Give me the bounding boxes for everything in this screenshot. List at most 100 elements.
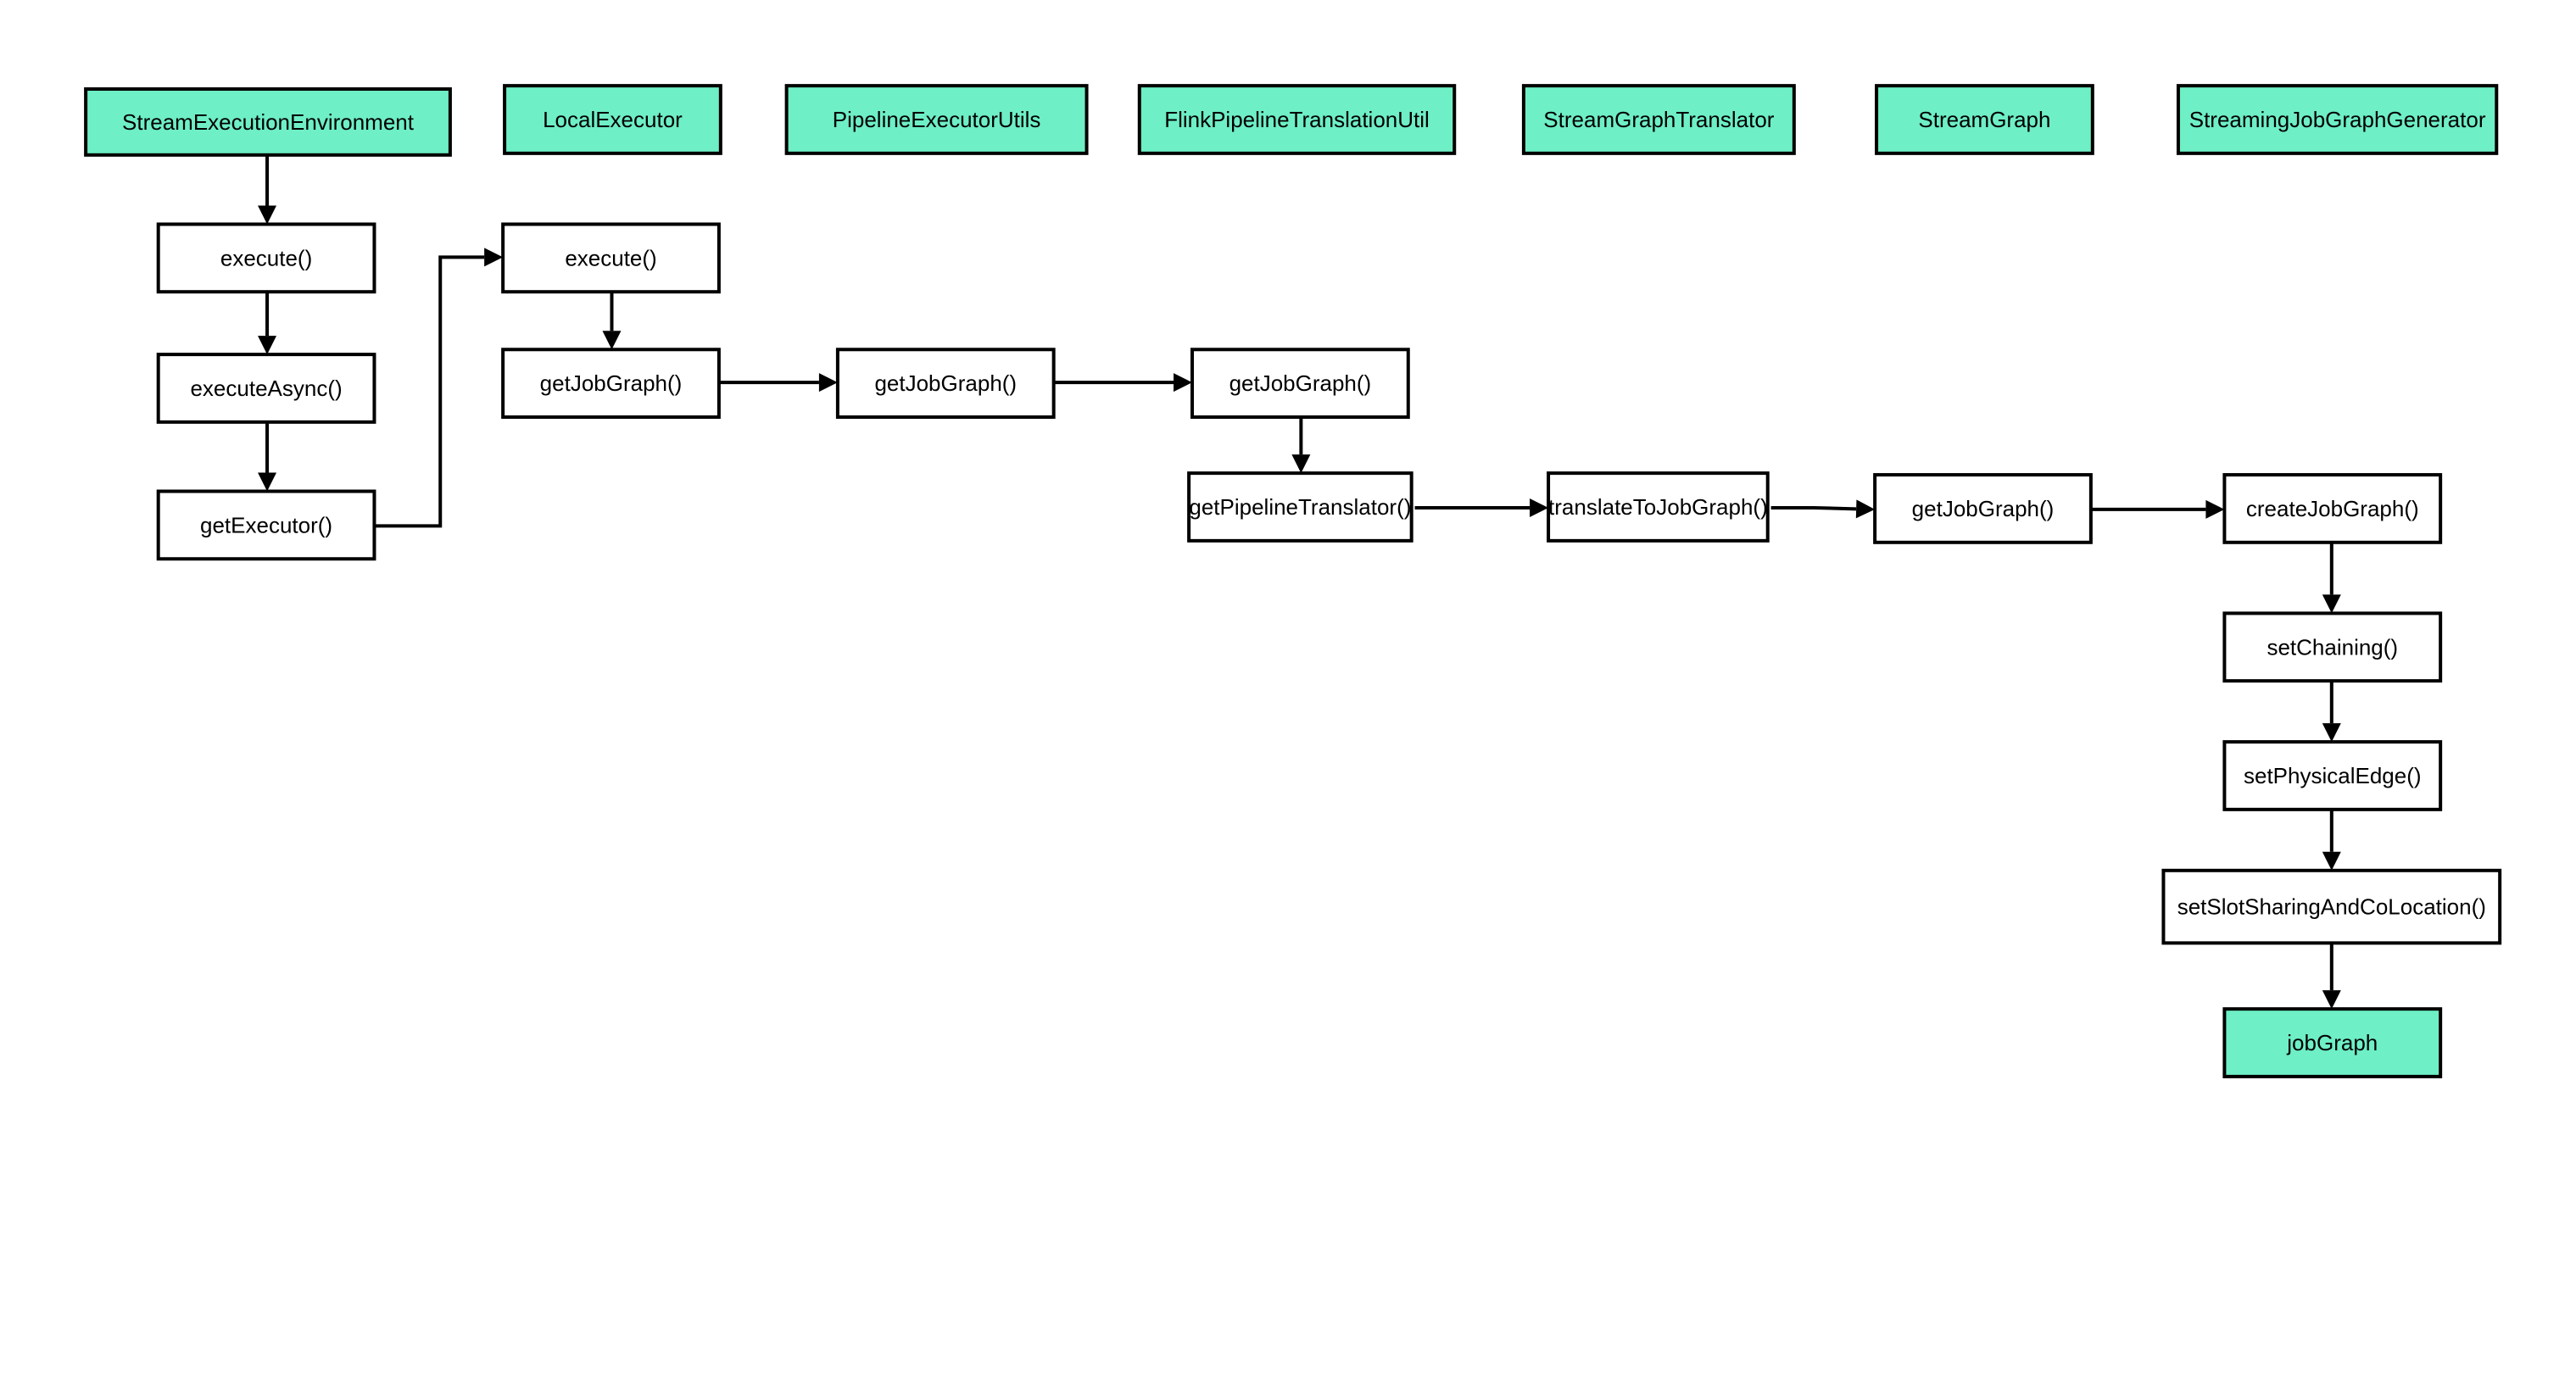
class-header-h-fptu: FlinkPipelineTranslationUtil [1137, 84, 1457, 155]
method-node-label: getExecutor() [200, 512, 332, 537]
method-node-box [2222, 1007, 2443, 1078]
class-header-h-sgt: StreamGraphTranslator [1521, 84, 1796, 155]
class-header-box [784, 84, 1089, 155]
class-header-h-sjgg: StreamingJobGraphGenerator [2176, 84, 2499, 155]
method-node-box [2222, 473, 2443, 544]
method-node-box [156, 353, 376, 424]
method-node-m-getJobGraph-1: getJobGraph() [501, 348, 721, 420]
class-header-label: StreamGraph [1918, 107, 2050, 132]
method-node-label: executeAsync() [190, 376, 342, 401]
method-node-m-setPhysicalEdge: setPhysicalEdge() [2222, 740, 2443, 811]
method-node-label: setSlotSharingAndCoLocation() [2177, 894, 2486, 920]
edge-h-see-to-m-execute-1 [258, 154, 277, 225]
arrow-head [1174, 373, 1193, 393]
method-node-box [501, 348, 721, 420]
edge-m-getJobGraph-1-to-m-getJobGraph-2 [718, 373, 838, 393]
arrow-head [602, 331, 622, 350]
method-node-label: getPipelineTranslator() [1189, 494, 1411, 520]
arrow-head [2322, 990, 2341, 1010]
class-header-h-peu: PipelineExecutorUtils [784, 84, 1089, 155]
method-node-box [156, 222, 376, 294]
edge-line [374, 255, 485, 528]
method-node-label: translateToJobGraph() [1548, 494, 1768, 520]
method-node-m-execute-1: execute() [156, 222, 376, 294]
class-header-box [1137, 84, 1457, 155]
method-node-m-setSlotSharing: setSlotSharingAndCoLocation() [2161, 868, 2502, 945]
class-header-box [1521, 84, 1796, 155]
class-header-box [1875, 84, 2094, 155]
method-node-label: createJobGraph() [2246, 496, 2419, 521]
arrow-head [2322, 723, 2341, 743]
method-node-box [2161, 868, 2502, 945]
arrow-head [1530, 498, 1549, 517]
method-node-m-getExecutor: getExecutor() [156, 489, 376, 561]
arrow-head [818, 373, 838, 393]
class-header-h-see: StreamExecutionEnvironment [84, 87, 452, 157]
method-node-box [2222, 611, 2443, 683]
method-node-box [1547, 471, 1770, 543]
method-node-m-getJobGraph-2: getJobGraph() [835, 348, 1056, 420]
arrow-head [484, 248, 504, 267]
edge-m-setChaining-to-m-setPhysicalEdge [2322, 681, 2341, 743]
class-header-label: FlinkPipelineTranslationUtil [1164, 107, 1430, 132]
method-node-m-createJobGraph: createJobGraph() [2222, 473, 2443, 544]
nodes-layer: StreamExecutionEnvironment LocalExecutor P… [84, 84, 2502, 1078]
method-node-label: getJobGraph() [1229, 370, 1372, 396]
method-node-label: getJobGraph() [1912, 496, 2055, 521]
method-node-m-getJobGraph-4: getJobGraph() [1873, 473, 2093, 544]
arrow-head [258, 472, 277, 492]
class-header-label: StreamingJobGraphGenerator [2189, 107, 2486, 132]
arrow-head [2205, 499, 2225, 519]
method-node-label: jobGraph [2286, 1030, 2378, 1055]
class-header-box [84, 87, 452, 157]
class-header-label: StreamGraphTranslator [1543, 107, 1774, 132]
class-header-h-sg: StreamGraph [1875, 84, 2094, 155]
method-node-m-getJobGraph-3: getJobGraph() [1190, 348, 1410, 420]
method-node-m-jobGraph: jobGraph [2222, 1007, 2443, 1078]
method-node-m-executeAsync: executeAsync() [156, 353, 376, 424]
edges-layer [258, 154, 2341, 1010]
edge-m-getPipelineTranslator-to-m-translateToJobGraph [1414, 498, 1549, 517]
class-header-box [2176, 84, 2499, 155]
edge-m-execute-2-to-m-getJobGraph-1 [602, 292, 622, 350]
arrow-head [1291, 454, 1311, 474]
method-node-m-execute-2: execute() [501, 222, 721, 294]
method-node-box [1187, 471, 1413, 543]
method-node-box [1873, 473, 2093, 544]
arrow-head [258, 336, 277, 355]
method-node-m-setChaining: setChaining() [2222, 611, 2443, 683]
class-header-h-le: LocalExecutor [503, 84, 722, 155]
edge-m-createJobGraph-to-m-setChaining [2322, 542, 2341, 614]
edge-m-execute-1-to-m-executeAsync [258, 292, 277, 355]
class-header-label: StreamExecutionEnvironment [122, 109, 415, 135]
method-node-m-translateToJobGraph: translateToJobGraph() [1547, 471, 1770, 543]
method-node-label: getJobGraph() [874, 370, 1017, 396]
class-header-label: LocalExecutor [543, 107, 683, 132]
method-node-label: execute() [220, 245, 312, 270]
arrow-head [258, 205, 277, 225]
edge-m-getExecutor-to-m-execute-2 [374, 248, 504, 528]
method-node-label: execute() [565, 245, 656, 270]
edge-m-getJobGraph-2-to-m-getJobGraph-3 [1053, 373, 1193, 393]
method-node-label: getJobGraph() [540, 370, 683, 396]
edge-m-setSlotSharing-to-m-jobGraph [2322, 943, 2341, 1010]
edge-m-setPhysicalEdge-to-m-setSlotSharing [2322, 809, 2341, 871]
class-header-box [503, 84, 722, 155]
arrow-head [2322, 594, 2341, 614]
method-node-box [1190, 348, 1410, 420]
class-header-label: PipelineExecutorUtils [833, 107, 1041, 132]
method-node-label: setPhysicalEdge() [2244, 763, 2422, 788]
edge-m-getJobGraph-3-to-m-getPipelineTranslator [1291, 417, 1311, 474]
method-node-label: setChaining() [2267, 634, 2398, 660]
edge-m-getJobGraph-4-to-m-createJobGraph [2090, 499, 2225, 519]
method-node-m-getPipelineTranslator: getPipelineTranslator() [1187, 471, 1413, 543]
arrow-head [2322, 851, 2341, 871]
edge-line [1770, 505, 1857, 511]
method-node-box [2222, 740, 2443, 811]
edge-m-translateToJobGraph-to-m-getJobGraph-4 [1770, 499, 1876, 519]
arrow-head [1855, 499, 1876, 519]
method-node-box [835, 348, 1056, 420]
method-node-box [501, 222, 721, 294]
edge-m-executeAsync-to-m-getExecutor [258, 421, 277, 492]
